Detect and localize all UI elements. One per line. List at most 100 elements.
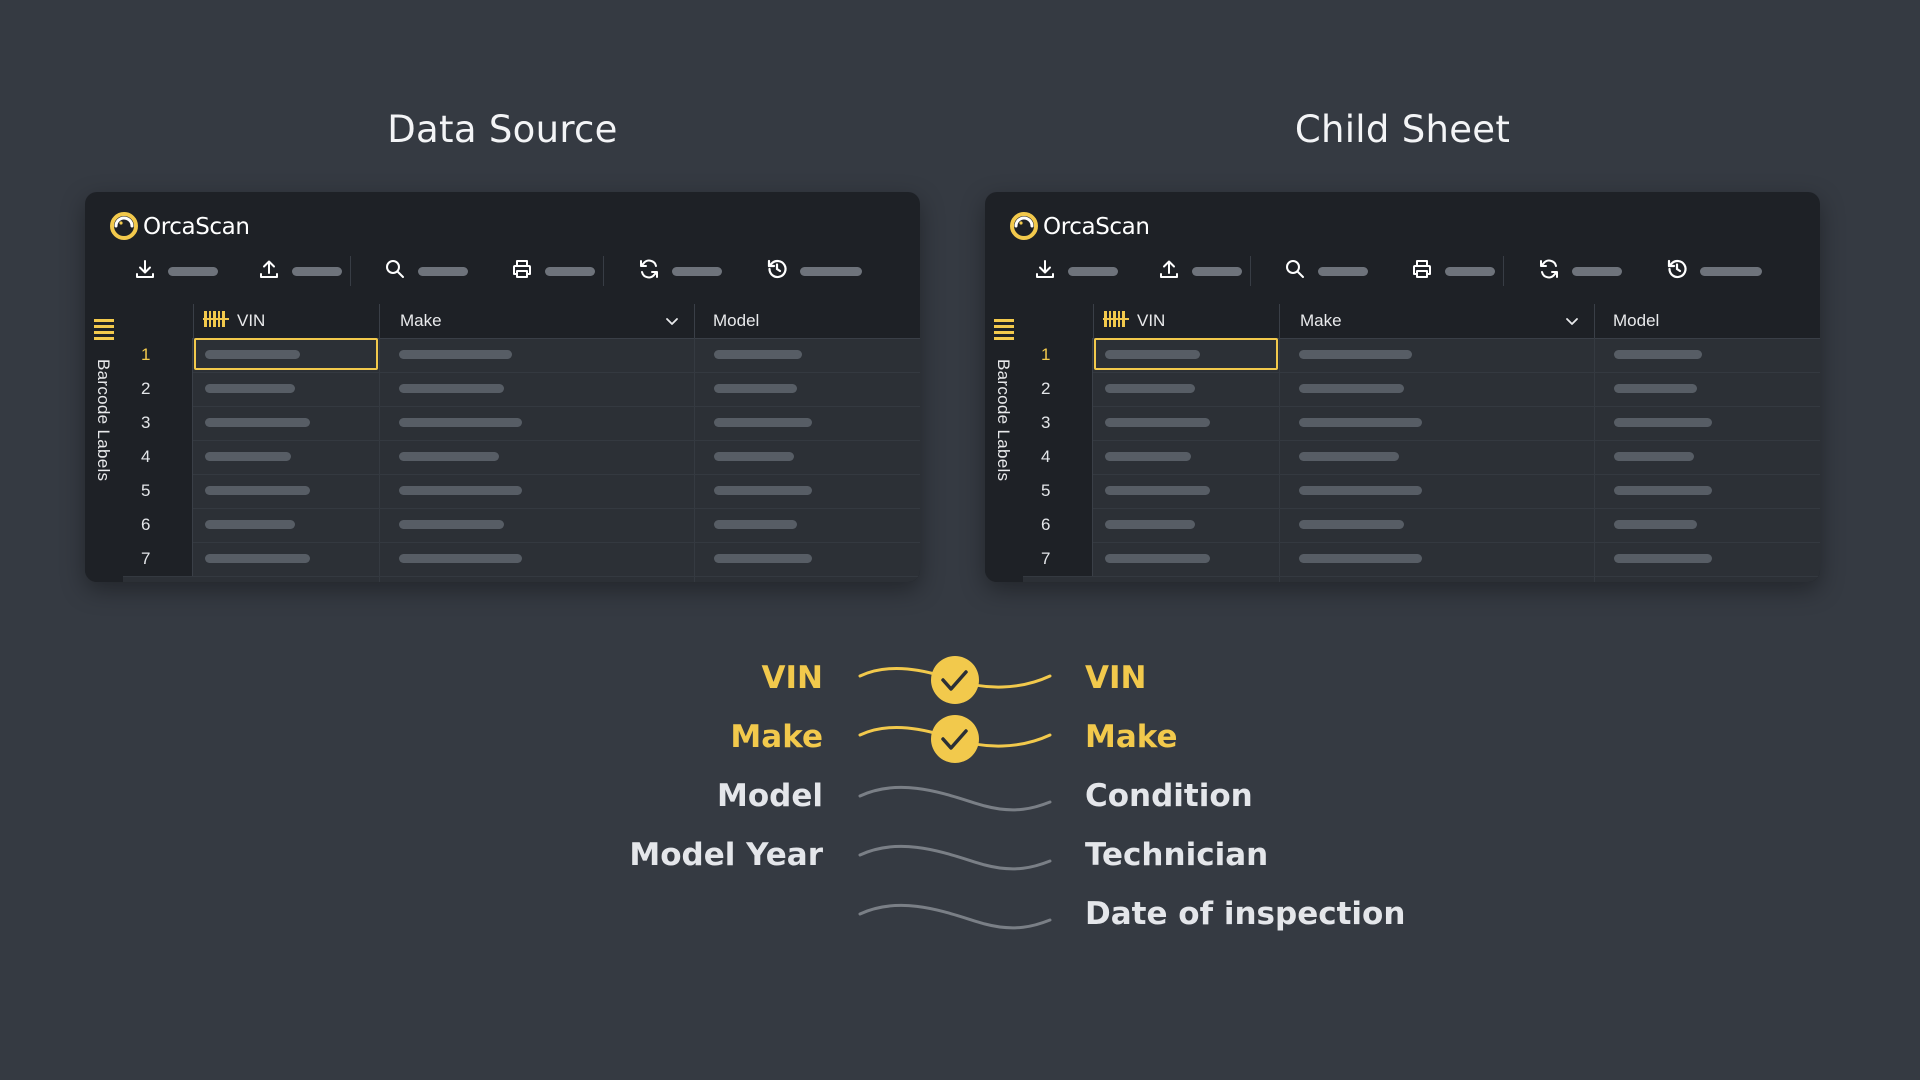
table-row[interactable]: 2 xyxy=(123,372,920,407)
row-number: 5 xyxy=(1023,474,1093,508)
table-row[interactable]: 7 xyxy=(123,542,920,577)
sidebar-sheet-name[interactable]: Barcode Labels xyxy=(994,359,1013,482)
toolbar-button-print[interactable] xyxy=(1410,252,1495,290)
chevron-down-icon[interactable] xyxy=(1564,313,1580,334)
toolbar-button-search[interactable] xyxy=(383,252,468,290)
table-row[interactable]: 1 xyxy=(123,338,920,373)
cell-value-placeholder[interactable] xyxy=(1614,554,1712,563)
cell-value-placeholder[interactable] xyxy=(205,452,291,461)
column-header-make[interactable]: Make xyxy=(379,304,694,338)
checkmark-icon xyxy=(931,656,979,704)
cell-value-placeholder[interactable] xyxy=(399,554,522,563)
sidebar: Barcode Labels xyxy=(985,304,1023,582)
cell-value-placeholder[interactable] xyxy=(399,520,504,529)
sheet-list-icon[interactable] xyxy=(994,318,1014,340)
cell-value-placeholder[interactable] xyxy=(1299,384,1404,393)
column-header-vin[interactable]: VIN xyxy=(193,304,379,338)
mapping-target-field: Technician xyxy=(1085,837,1269,873)
cell-value-placeholder[interactable] xyxy=(1614,418,1712,427)
row-number: 1 xyxy=(1023,338,1093,372)
cell-value-placeholder[interactable] xyxy=(1299,350,1412,359)
table-row[interactable]: 5 xyxy=(123,474,920,509)
cell-value-placeholder[interactable] xyxy=(1299,486,1422,495)
cell-value-placeholder[interactable] xyxy=(205,486,310,495)
table-row[interactable]: 6 xyxy=(1023,508,1820,543)
cell-value-placeholder[interactable] xyxy=(714,350,802,359)
cell-value-placeholder[interactable] xyxy=(399,486,522,495)
sidebar-sheet-name[interactable]: Barcode Labels xyxy=(94,359,113,482)
cell-value-placeholder[interactable] xyxy=(205,554,310,563)
cell-value-placeholder[interactable] xyxy=(205,384,295,393)
cell-value-placeholder[interactable] xyxy=(1105,554,1210,563)
toolbar-button-download[interactable] xyxy=(133,252,218,290)
cell-value-placeholder[interactable] xyxy=(205,350,300,359)
toolbar-button-upload[interactable] xyxy=(1157,252,1242,290)
cell-value-placeholder[interactable] xyxy=(205,418,310,427)
cell-value-placeholder[interactable] xyxy=(1614,350,1702,359)
column-header-vin[interactable]: VIN xyxy=(1093,304,1279,338)
table-row[interactable]: 3 xyxy=(1023,406,1820,441)
cell-value-placeholder[interactable] xyxy=(1614,384,1697,393)
barcode-icon xyxy=(1103,310,1137,333)
cell-value-placeholder[interactable] xyxy=(399,384,504,393)
row-number: 7 xyxy=(1023,542,1093,576)
table-row[interactable]: 4 xyxy=(123,440,920,475)
toolbar-button-history[interactable] xyxy=(1665,252,1762,290)
cell-value-placeholder[interactable] xyxy=(1105,486,1210,495)
cell-value-placeholder[interactable] xyxy=(1299,452,1399,461)
cell-value-placeholder[interactable] xyxy=(714,384,797,393)
cell-value-placeholder[interactable] xyxy=(1105,350,1200,359)
table-row[interactable]: 4 xyxy=(1023,440,1820,475)
toolbar-button-download[interactable] xyxy=(1033,252,1118,290)
cell-value-placeholder[interactable] xyxy=(714,520,797,529)
toolbar-label-placeholder xyxy=(418,266,468,276)
toolbar-label-placeholder xyxy=(292,266,342,276)
cell-value-placeholder[interactable] xyxy=(205,520,295,529)
table-row[interactable]: 5 xyxy=(1023,474,1820,509)
table-row[interactable]: 1 xyxy=(1023,338,1820,373)
cell-value-placeholder[interactable] xyxy=(1614,520,1697,529)
cell-value-placeholder[interactable] xyxy=(714,486,812,495)
cell-value-placeholder[interactable] xyxy=(1614,486,1712,495)
toolbar-button-sync[interactable] xyxy=(637,252,722,290)
cell-value-placeholder[interactable] xyxy=(714,418,812,427)
table-row[interactable]: 2 xyxy=(1023,372,1820,407)
toolbar-button-upload[interactable] xyxy=(257,252,342,290)
column-divider xyxy=(1594,338,1595,582)
cell-value-placeholder[interactable] xyxy=(1105,418,1210,427)
cell-value-placeholder[interactable] xyxy=(1105,452,1191,461)
chevron-down-icon[interactable] xyxy=(664,313,680,334)
cell-value-placeholder[interactable] xyxy=(714,452,794,461)
cell-value-placeholder[interactable] xyxy=(1299,520,1404,529)
cell-value-placeholder[interactable] xyxy=(1299,418,1422,427)
table-row[interactable]: 3 xyxy=(123,406,920,441)
column-header-model[interactable]: Model xyxy=(1594,304,1820,338)
table-row[interactable]: 6 xyxy=(123,508,920,543)
sheet-list-icon[interactable] xyxy=(94,318,114,340)
toolbar-label-placeholder xyxy=(168,266,218,276)
cell-value-placeholder[interactable] xyxy=(399,350,512,359)
cell-value-placeholder[interactable] xyxy=(1614,452,1694,461)
cell-value-placeholder[interactable] xyxy=(1299,554,1422,563)
toolbar-button-sync[interactable] xyxy=(1537,252,1622,290)
cell-value-placeholder[interactable] xyxy=(1105,520,1195,529)
table-row[interactable]: 7 xyxy=(1023,542,1820,577)
cell-value-placeholder[interactable] xyxy=(399,452,499,461)
orca-logo-icon xyxy=(1007,208,1041,247)
column-divider xyxy=(1279,338,1280,582)
toolbar-button-print[interactable] xyxy=(510,252,595,290)
cell-value-placeholder[interactable] xyxy=(714,554,812,563)
cell-value-placeholder[interactable] xyxy=(1105,384,1195,393)
grid-header: VIN Make Model xyxy=(1023,304,1820,339)
toolbar-button-search[interactable] xyxy=(1283,252,1368,290)
toolbar-label-placeholder xyxy=(1318,266,1368,276)
cell-value-placeholder[interactable] xyxy=(399,418,522,427)
column-header-model[interactable]: Model xyxy=(694,304,920,338)
toolbar-button-history[interactable] xyxy=(765,252,862,290)
column-header-make[interactable]: Make xyxy=(1279,304,1594,338)
print-icon xyxy=(1410,257,1434,286)
toolbar-divider xyxy=(1250,256,1251,286)
column-divider xyxy=(379,338,380,582)
column-header-label: VIN xyxy=(237,311,266,330)
column-header-label: Make xyxy=(1300,311,1342,330)
